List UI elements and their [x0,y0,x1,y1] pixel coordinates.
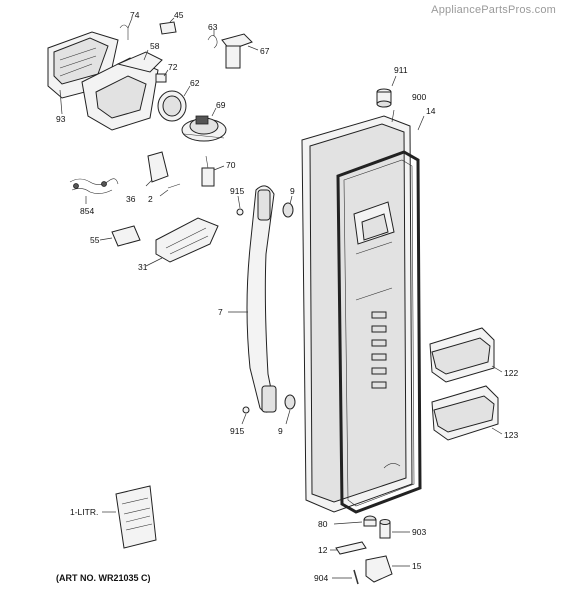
callout-9-upper: 9 [290,186,295,196]
callout-900: 900 [412,92,426,102]
callout-12: 12 [318,545,328,555]
callout-122: 122 [504,368,518,378]
callout-14: 14 [426,106,436,116]
callout-915-upper: 915 [230,186,244,196]
cap-part-911 [376,75,397,108]
callout-903: 903 [412,527,426,537]
door-gasket-part-14 [336,150,422,514]
callout-123: 123 [504,430,518,440]
solenoid-part-63 [207,30,218,49]
mount-part-9-lower [284,394,296,425]
callout-55: 55 [90,235,100,245]
motor-part-69 [181,107,227,142]
art-number: (ART NO. WR21035 C) [56,573,151,583]
hinge-part-80 [333,515,377,527]
callout-58: 58 [150,41,160,51]
callout-62: 62 [190,78,200,88]
bracket-part-45 [159,17,177,35]
callout-69: 69 [216,100,226,110]
bracket-part-12 [330,541,367,555]
drip-tray-part-31 [145,217,219,267]
door-bin-part-123 [431,385,503,441]
callout-854: 854 [80,206,94,216]
literature-booklet [102,485,157,549]
dispenser-housing-part [81,51,163,131]
callout-72: 72 [168,62,178,72]
hinge-part-15 [365,555,410,583]
sensor-part-70 [201,155,225,187]
clip-part-74 [119,17,133,40]
solenoid-part-67 [221,33,259,69]
callout-7: 7 [218,307,223,317]
switch-part-72 [155,69,169,83]
callout-67: 67 [260,46,270,56]
callout-911: 911 [394,65,408,75]
screw-part-2 [159,183,181,197]
mount-part-9-upper [282,195,294,218]
callout-15: 15 [412,561,422,571]
callout-2: 2 [148,194,153,204]
callout-915-lower: 915 [230,426,244,436]
actuator-part-36 [145,151,169,187]
duct-ring-part-62 [157,85,191,122]
callout-904: 904 [314,573,328,583]
screw-part-915-lower [241,406,250,425]
screw-part-915-upper [236,195,244,216]
callout-1-litr: 1-LITR. [70,507,98,517]
screw-part-904 [332,569,359,585]
door-wire [383,463,401,469]
callout-36: 36 [126,194,136,204]
callout-80: 80 [318,519,328,529]
door-bin-part-122 [429,327,503,383]
dispenser-recess [353,201,395,301]
callout-45: 45 [174,10,184,20]
door-handle-part-7 [228,185,277,413]
bushing-part-903 [379,519,410,539]
wire-harness-part-854 [69,178,119,204]
callout-70: 70 [226,160,236,170]
callout-93: 93 [56,114,66,124]
watermark: AppliancePartsPros.com [431,4,556,16]
callout-74: 74 [130,10,140,20]
callout-63: 63 [208,22,218,32]
door-shelf-supports [371,311,387,389]
callout-31: 31 [138,262,148,272]
callout-9-lower: 9 [278,426,283,436]
bracket-part-55 [99,225,141,247]
